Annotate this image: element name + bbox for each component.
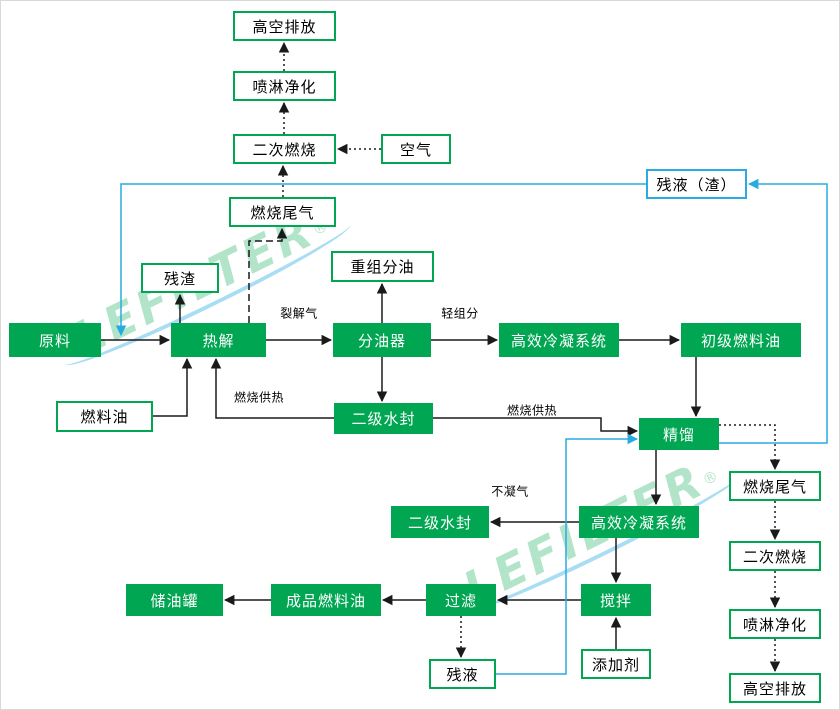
edge-pyrolysis-to-tailgas1	[248, 227, 288, 323]
node-tianjiaji: 添加剂	[581, 649, 651, 679]
node-erci-ranshao-1: 二次燃烧	[233, 134, 336, 164]
node-chuyouguan: 储油罐	[126, 584, 223, 616]
edge-distillation-to-residue-slag	[719, 178, 828, 444]
node-erci-ranshao-2: 二次燃烧	[729, 541, 821, 571]
edge-fuel-oil-to-pyrolysis	[153, 357, 193, 417]
node-erji-shuifeng-1: 二级水封	[334, 403, 433, 434]
node-jiaoban: 搅拌	[581, 584, 651, 616]
node-jingliu: 精馏	[639, 418, 719, 450]
edge-residue-slag-to-pyrolysis	[115, 183, 646, 337]
node-gaoxiao-lengning-1: 高效冷凝系统	[499, 323, 619, 357]
edge-residual-liquid-to-distillation	[496, 433, 639, 675]
node-chengpin-ranliaoyou: 成品燃料油	[271, 584, 381, 616]
edge-label: 燃烧供热	[233, 390, 285, 405]
node-rejie: 热解	[171, 323, 266, 357]
node-ranliaoyou: 燃料油	[56, 401, 153, 432]
node-gaokong-paifang-2: 高空排放	[729, 673, 821, 703]
node-canzha: 残渣	[141, 263, 219, 293]
node-penlin-jinghua-1: 喷淋净化	[233, 71, 336, 101]
node-yuanliao: 原料	[9, 323, 101, 357]
node-penlin-jinghua-2: 喷淋净化	[729, 609, 821, 639]
node-canye: 残液	[429, 659, 496, 689]
edge-waterseal1-to-pyrolysis	[210, 357, 334, 419]
node-canye-zha: 残液（渣）	[646, 169, 747, 199]
node-fenyouqi: 分油器	[333, 323, 431, 357]
node-ranshao-weiqi-2: 燃烧尾气	[729, 471, 821, 501]
node-guolv: 过滤	[426, 584, 496, 616]
node-chongzufenyou: 重组分油	[331, 251, 434, 282]
edge-waterseal1-to-distillation	[433, 417, 639, 437]
edge-label: 不凝气	[491, 484, 529, 499]
edge-distillation-to-tailgas2	[719, 424, 781, 471]
node-erji-shuifeng-2: 二级水封	[391, 506, 489, 538]
edge-label: 燃烧供热	[506, 403, 558, 418]
edge-label: 轻组分	[441, 306, 479, 321]
node-chuji-ranliaoyou: 初级燃料油	[681, 323, 801, 357]
edge-label: 裂解气	[280, 306, 318, 321]
node-gaoxiao-lengning-2: 高效冷凝系统	[579, 506, 699, 538]
node-ranshao-weiqi-1: 燃烧尾气	[229, 197, 336, 227]
node-gaokong-paifang-1: 高空排放	[233, 11, 336, 41]
node-kongqi: 空气	[381, 134, 451, 164]
